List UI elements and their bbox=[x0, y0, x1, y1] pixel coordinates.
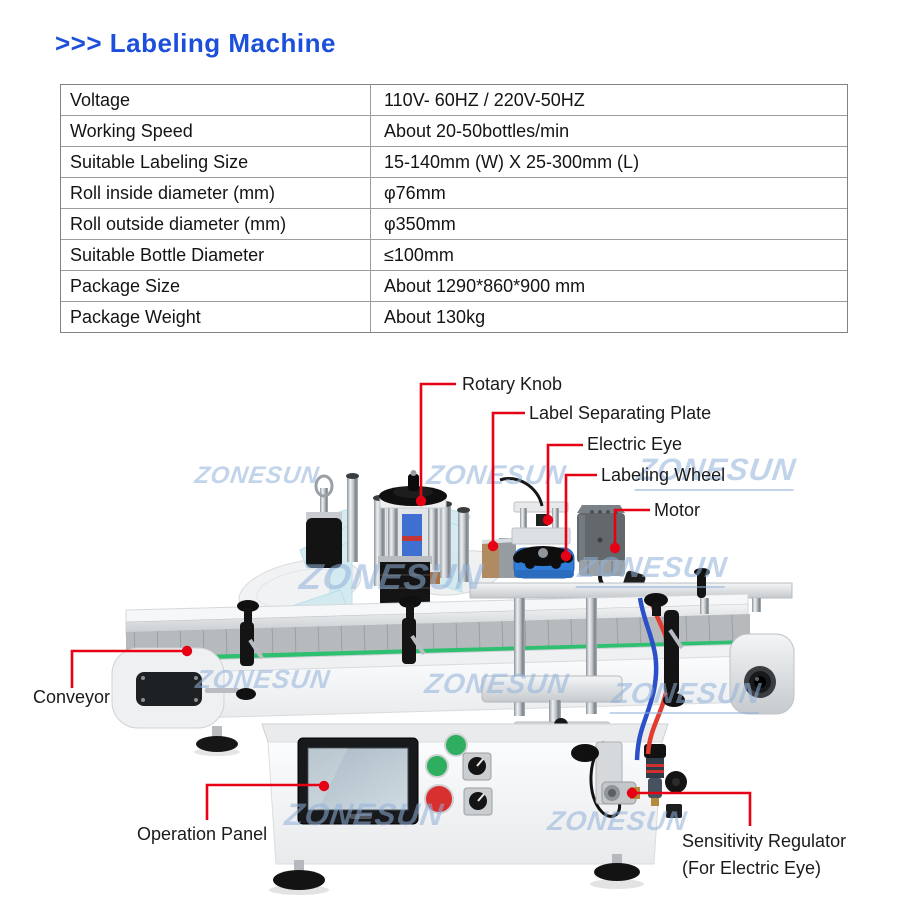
leader-line-labeling-wheel bbox=[564, 473, 597, 552]
spec-value: About 1290*860*900 mm bbox=[384, 275, 586, 296]
height-adjust-knob bbox=[531, 718, 591, 778]
speed-dial-2 bbox=[463, 787, 493, 816]
watermark: ZONESUN bbox=[193, 462, 322, 489]
watermark: ZONESUN bbox=[545, 806, 690, 836]
spec-row: Roll inside diameter (mm) φ76mm bbox=[61, 177, 847, 208]
callout-conveyor: Conveyor bbox=[33, 687, 111, 707]
watermark: ZONESUN bbox=[297, 556, 486, 597]
spec-value: φ76mm bbox=[384, 182, 446, 203]
spec-row: Working Speed About 20-50bottles/min bbox=[61, 115, 847, 146]
spec-label: Roll inside diameter (mm) bbox=[61, 178, 371, 208]
spec-label: Voltage bbox=[61, 85, 371, 115]
green-button-1 bbox=[444, 733, 468, 757]
speed-dial-1 bbox=[462, 752, 492, 781]
callout-motor: Motor bbox=[654, 500, 701, 520]
spec-value: About 20-50bottles/min bbox=[384, 120, 570, 141]
callout-rotary-knob: Rotary Knob bbox=[462, 374, 563, 394]
spec-value: 110V- 60HZ / 220V-50HZ bbox=[384, 89, 585, 110]
watermark: ZONESUN bbox=[282, 797, 447, 832]
belt-green-strip bbox=[126, 640, 750, 664]
callout-operation-panel: Operation Panel bbox=[137, 824, 268, 844]
callout-sensitivity-regulator-line1: Sensitivity Regulator bbox=[682, 831, 847, 851]
label-applicator bbox=[238, 470, 504, 623]
spec-table: Voltage 110V- 60HZ / 220V-50HZ Working Spe… bbox=[60, 84, 848, 333]
leader-line-motor bbox=[613, 508, 650, 544]
spec-label: Suitable Bottle Diameter bbox=[61, 240, 371, 270]
callout-electric-eye: Electric Eye bbox=[587, 434, 683, 454]
watermark: ZONESUN bbox=[424, 460, 569, 490]
watermark: ZONESUN bbox=[193, 664, 333, 694]
spec-row: Suitable Bottle Diameter ≤100mm bbox=[61, 239, 847, 270]
spec-label: Roll outside diameter (mm) bbox=[61, 209, 371, 239]
callout-sensitivity-regulator-line2: (For Electric Eye) bbox=[682, 858, 822, 878]
spec-table-body: Voltage 110V- 60HZ / 220V-50HZ Working Spe… bbox=[61, 85, 847, 332]
labeling-wheel-part bbox=[513, 546, 575, 579]
spec-label: Working Speed bbox=[61, 116, 371, 146]
watermark: ZONESUN bbox=[422, 668, 572, 699]
spec-row: Package Size About 1290*860*900 mm bbox=[61, 270, 847, 301]
leader-line-conveyor bbox=[70, 649, 183, 688]
spec-row: Suitable Labeling Size 15-140mm (W) X 25-… bbox=[61, 146, 847, 177]
spec-value: φ350mm bbox=[384, 213, 456, 234]
watermark: ZONESUN bbox=[609, 678, 764, 714]
watermark: ZONESUN bbox=[575, 552, 730, 588]
callout-label-separating-plate: Label Separating Plate bbox=[529, 403, 712, 423]
spec-value: 15-140mm (W) X 25-300mm (L) bbox=[384, 151, 640, 172]
spec-value: About 130kg bbox=[384, 306, 486, 327]
green-button-2 bbox=[425, 754, 449, 778]
spec-value: ≤100mm bbox=[384, 244, 454, 265]
callout-labeling-wheel: Labeling Wheel bbox=[601, 465, 726, 485]
spec-row: Voltage 110V- 60HZ / 220V-50HZ bbox=[61, 85, 847, 115]
spec-row: Roll outside diameter (mm) φ350mm bbox=[61, 208, 847, 239]
spec-label: Package Weight bbox=[61, 302, 371, 332]
spec-label: Suitable Labeling Size bbox=[61, 147, 371, 177]
conveyor-belt bbox=[126, 614, 750, 666]
page-title: >>> Labeling Machine bbox=[55, 28, 336, 58]
spec-row: Package Weight About 130kg bbox=[61, 301, 847, 332]
rotary-knob-part bbox=[408, 474, 419, 491]
spec-label: Package Size bbox=[61, 271, 371, 301]
